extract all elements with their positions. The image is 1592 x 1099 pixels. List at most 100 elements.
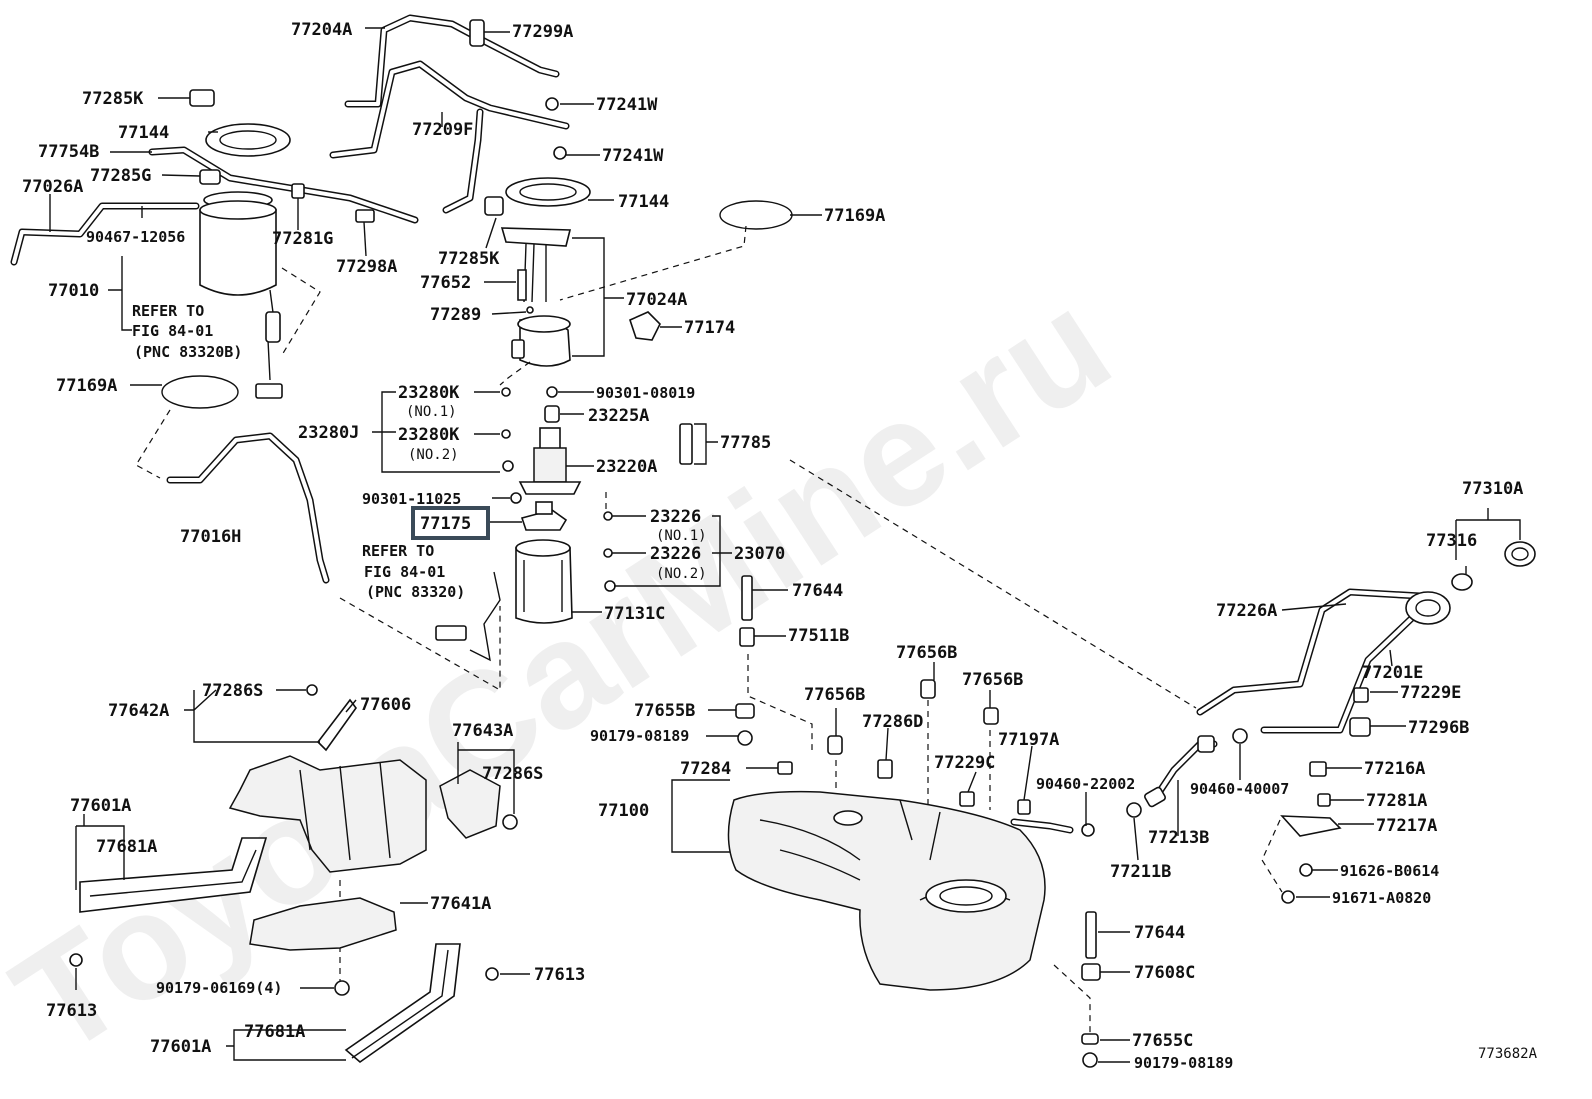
label-91671-A0820[interactable]: 91671-A0820 xyxy=(1332,889,1431,907)
label-77100[interactable]: 77100 xyxy=(598,801,649,821)
label-77144-1[interactable]: 77144 xyxy=(118,123,169,143)
label-77169A-2[interactable]: 77169A xyxy=(56,376,117,396)
label-77213B[interactable]: 77213B xyxy=(1148,828,1209,848)
label-77010[interactable]: 77010 xyxy=(48,281,99,301)
label-77197A[interactable]: 77197A xyxy=(998,730,1059,750)
o-ring-77169A-top xyxy=(719,200,793,230)
label-77601A-1[interactable]: 77601A xyxy=(70,796,131,816)
label-77281A[interactable]: 77281A xyxy=(1366,791,1427,811)
label-77217A[interactable]: 77217A xyxy=(1376,816,1437,836)
label-77286S-1[interactable]: 77286S xyxy=(202,681,263,701)
label-77285G[interactable]: 77285G xyxy=(90,166,151,186)
label-77643A[interactable]: 77643A xyxy=(452,721,513,741)
label-77296B[interactable]: 77296B xyxy=(1408,718,1469,738)
label-77144-2[interactable]: 77144 xyxy=(618,192,669,212)
label-90179-08189-1[interactable]: 90179-08189 xyxy=(590,727,689,745)
label-77655C[interactable]: 77655C xyxy=(1132,1031,1193,1051)
label-90301-11025[interactable]: 90301-11025 xyxy=(362,490,461,508)
label-77641A[interactable]: 77641A xyxy=(430,894,491,914)
label-77511B[interactable]: 77511B xyxy=(788,626,849,646)
clip-77229C xyxy=(959,791,975,807)
label-90460-22002[interactable]: 90460-22002 xyxy=(1036,775,1135,793)
label-77754B[interactable]: 77754B xyxy=(38,142,99,162)
clip-77286S-right xyxy=(502,814,518,830)
label-77644-2[interactable]: 77644 xyxy=(1134,923,1185,943)
label-77785[interactable]: 77785 xyxy=(720,433,771,453)
label-77229E[interactable]: 77229E xyxy=(1400,683,1461,703)
bolt-77613-left xyxy=(69,953,83,967)
label-23226-2[interactable]: 23226 xyxy=(650,544,701,564)
fuel-tank-77100 xyxy=(727,790,1046,991)
label-77613-1[interactable]: 77613 xyxy=(46,1001,97,1021)
label-23220A[interactable]: 23220A xyxy=(596,457,657,477)
label-77286D[interactable]: 77286D xyxy=(862,712,923,732)
label-77026A[interactable]: 77026A xyxy=(22,177,83,197)
label-91626-B0614[interactable]: 91626-B0614 xyxy=(1340,862,1439,880)
label-77656B-1[interactable]: 77656B xyxy=(896,643,957,663)
label-77681A-2[interactable]: 77681A xyxy=(244,1022,305,1042)
label-77316[interactable]: 77316 xyxy=(1426,531,1477,551)
hose-77016H xyxy=(166,432,330,584)
label-23225A[interactable]: 23225A xyxy=(588,406,649,426)
label-77644-1[interactable]: 77644 xyxy=(792,581,843,601)
label-77016H[interactable]: 77016H xyxy=(180,527,241,547)
label-77174[interactable]: 77174 xyxy=(684,318,735,338)
label-77169A-1[interactable]: 77169A xyxy=(824,206,885,226)
label-90179-06169[interactable]: 90179-06169(4) xyxy=(156,979,282,997)
label-77289[interactable]: 77289 xyxy=(430,305,481,325)
label-77656B-2[interactable]: 77656B xyxy=(804,685,865,705)
clip-77284 xyxy=(777,761,793,775)
clip-77281G xyxy=(291,183,305,199)
label-77285K-2[interactable]: 77285K xyxy=(438,249,500,269)
label-77613-2[interactable]: 77613 xyxy=(534,965,585,985)
refer-note-1-line2: FIG 84-01 xyxy=(132,322,213,340)
refer-note-2-line1: REFER TO xyxy=(362,542,434,560)
label-77286S-2[interactable]: 77286S xyxy=(482,764,543,784)
clip-77285K-mid xyxy=(484,196,504,216)
filter-23280K-no1 xyxy=(501,387,511,397)
label-77131C[interactable]: 77131C xyxy=(604,604,665,624)
label-77655B[interactable]: 77655B xyxy=(634,701,695,721)
label-77175[interactable]: 77175 xyxy=(420,514,471,534)
label-77298A[interactable]: 77298A xyxy=(336,257,397,277)
label-23226-1[interactable]: 23226 xyxy=(650,507,701,527)
label-23070[interactable]: 23070 xyxy=(734,544,785,564)
label-77204A[interactable]: 77204A xyxy=(291,20,352,40)
label-77284[interactable]: 77284 xyxy=(680,759,731,779)
note-no2-a: (NO.2) xyxy=(408,447,459,463)
label-90460-40007[interactable]: 90460-40007 xyxy=(1190,780,1289,798)
label-77241W-2[interactable]: 77241W xyxy=(602,146,664,166)
seal-23226-no2 xyxy=(603,548,613,558)
label-90179-08189-2[interactable]: 90179-08189 xyxy=(1134,1054,1233,1072)
label-77606[interactable]: 77606 xyxy=(360,695,411,715)
bolt-77613-right xyxy=(485,967,499,981)
fuel-pump-23220A xyxy=(518,427,582,495)
label-77601A-2[interactable]: 77601A xyxy=(150,1037,211,1057)
label-77608C[interactable]: 77608C xyxy=(1134,963,1195,983)
label-77285K-1[interactable]: 77285K xyxy=(82,89,144,109)
label-77226A[interactable]: 77226A xyxy=(1216,601,1277,621)
label-77681A-1[interactable]: 77681A xyxy=(96,837,157,857)
label-77642A[interactable]: 77642A xyxy=(108,701,169,721)
label-77310A[interactable]: 77310A xyxy=(1462,479,1523,499)
label-77299A[interactable]: 77299A xyxy=(512,22,573,42)
label-23280J[interactable]: 23280J xyxy=(298,423,359,443)
label-77209F[interactable]: 77209F xyxy=(412,120,473,140)
label-77024A[interactable]: 77024A xyxy=(626,290,687,310)
label-77216A[interactable]: 77216A xyxy=(1364,759,1425,779)
label-90301-08019[interactable]: 90301-08019 xyxy=(596,384,695,402)
label-90467-12056[interactable]: 90467-12056 xyxy=(86,228,185,246)
gasket-77144-mid xyxy=(505,177,591,207)
label-77656B-3[interactable]: 77656B xyxy=(962,670,1023,690)
label-77211B[interactable]: 77211B xyxy=(1110,862,1171,882)
label-77281G[interactable]: 77281G xyxy=(272,229,333,249)
label-77241W-1[interactable]: 77241W xyxy=(596,95,658,115)
fuel-line-77026A xyxy=(10,202,200,266)
label-77201E[interactable]: 77201E xyxy=(1362,663,1423,683)
label-23280K-2[interactable]: 23280K xyxy=(398,425,460,445)
label-77652[interactable]: 77652 xyxy=(420,273,471,293)
label-23280K-1[interactable]: 23280K xyxy=(398,383,460,403)
label-77229C[interactable]: 77229C xyxy=(934,753,995,773)
protector-77296B xyxy=(1349,717,1371,737)
clamp-77211B xyxy=(1126,802,1142,818)
